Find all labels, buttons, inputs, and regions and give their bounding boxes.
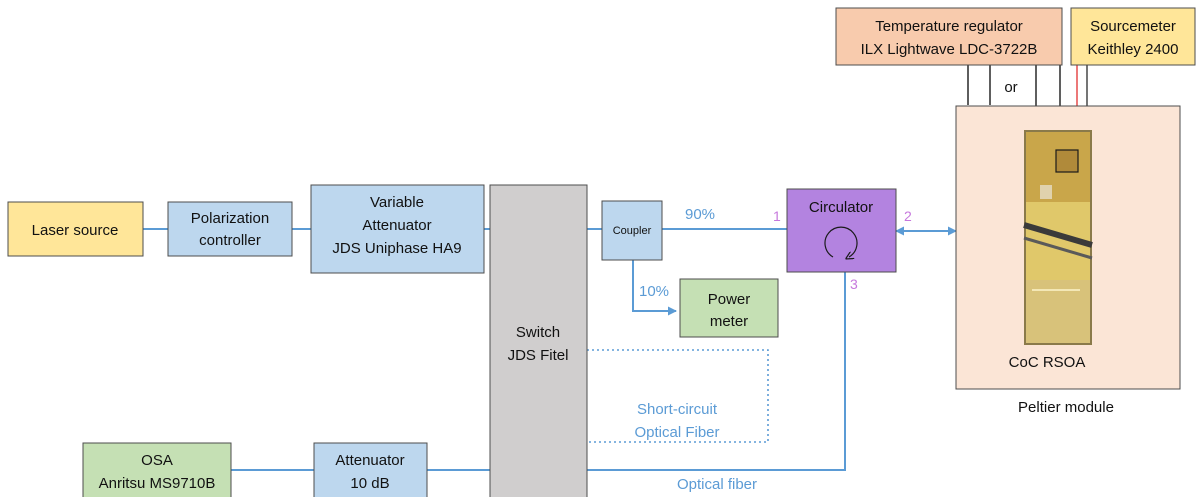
sourcemeter-label-2: Keithley 2400 bbox=[1088, 41, 1179, 58]
switch-label-2: JDS Fitel bbox=[508, 347, 569, 364]
laser-source-label: Laser source bbox=[32, 222, 119, 239]
temperature-regulator-label-2: ILX Lightwave LDC-3722B bbox=[861, 41, 1038, 58]
peltier-label: Peltier module bbox=[1018, 399, 1114, 416]
port-3-label: 3 bbox=[850, 276, 858, 292]
attenuator-label-1: Attenuator bbox=[335, 452, 404, 469]
polarization-label-1: Polarization bbox=[191, 210, 269, 227]
circulator-label: Circulator bbox=[809, 199, 873, 216]
port-1-label: 1 bbox=[773, 208, 781, 224]
power-meter-label-2: meter bbox=[710, 313, 748, 330]
variable-attenuator-label-3: JDS Uniphase HA9 bbox=[332, 240, 461, 257]
pct-10-label: 10% bbox=[639, 283, 669, 300]
variable-attenuator-label-2: Attenuator bbox=[362, 217, 431, 234]
short-circuit-label-1: Short-circuit bbox=[637, 401, 718, 418]
variable-attenuator-label-1: Variable bbox=[370, 194, 424, 211]
switch-label-1: Switch bbox=[516, 324, 560, 341]
attenuator-label-2: 10 dB bbox=[350, 475, 389, 492]
pct-90-label: 90% bbox=[685, 206, 715, 223]
sourcemeter-label-1: Sourcemeter bbox=[1090, 18, 1176, 35]
rsoa-chip-image bbox=[1024, 130, 1092, 345]
osa-label-1: OSA bbox=[141, 452, 173, 469]
power-meter-label-1: Power bbox=[708, 291, 751, 308]
switch-box bbox=[490, 185, 587, 497]
temperature-regulator-label-1: Temperature regulator bbox=[875, 18, 1023, 35]
optical-fiber-label: Optical fiber bbox=[677, 476, 757, 493]
coupler-label: Coupler bbox=[613, 225, 652, 237]
polarization-label-2: controller bbox=[199, 232, 261, 249]
osa-label-2: Anritsu MS9710B bbox=[99, 475, 216, 492]
or-label: or bbox=[1004, 79, 1017, 96]
short-circuit-label-2: Optical Fiber bbox=[634, 424, 719, 441]
rsoa-label: CoC RSOA bbox=[1009, 354, 1086, 371]
port-2-label: 2 bbox=[904, 208, 912, 224]
